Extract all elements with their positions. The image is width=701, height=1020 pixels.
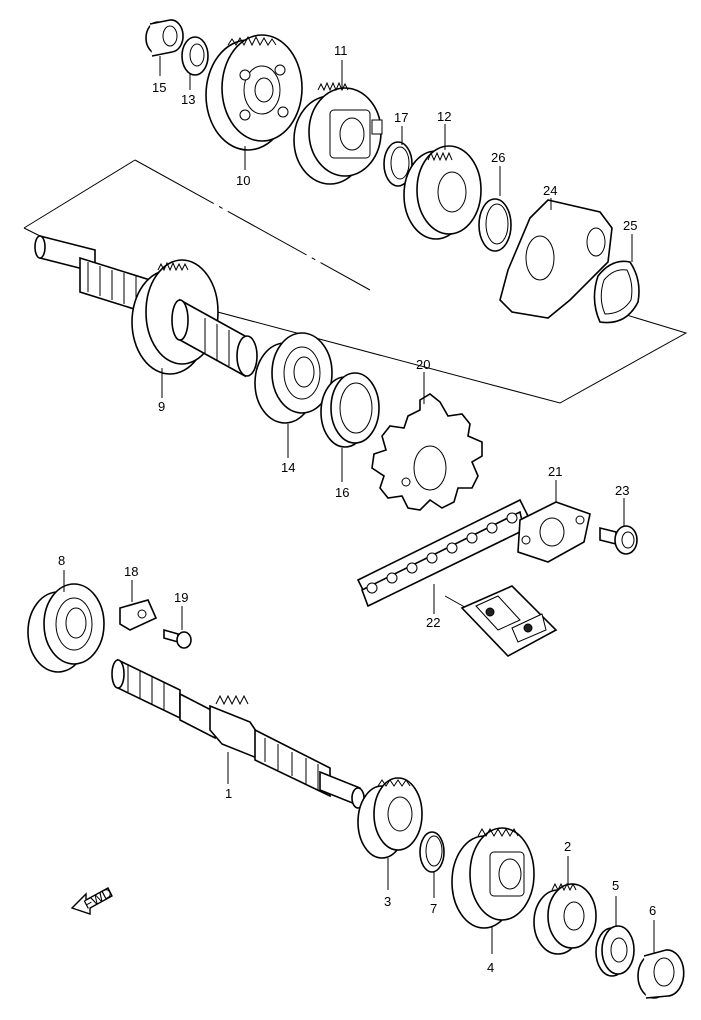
callout-8: 8 xyxy=(58,553,65,568)
callout-6: 6 xyxy=(649,903,656,918)
callout-4: 4 xyxy=(487,960,494,975)
part-22-chain-master-link xyxy=(460,585,558,657)
callout-10: 10 xyxy=(236,173,250,188)
part-26-circlip xyxy=(478,198,512,252)
part-16-oil-seal xyxy=(320,372,380,448)
callout-11: 11 xyxy=(334,43,348,58)
callout-23: 23 xyxy=(615,483,629,498)
part-19-screw xyxy=(163,628,192,649)
part-21-lock-plate xyxy=(517,501,591,563)
callout-15: 15 xyxy=(152,80,166,95)
callout-19: 19 xyxy=(174,590,188,605)
callout-14: 14 xyxy=(281,460,295,475)
callout-21: 21 xyxy=(548,464,562,479)
part-11-gear xyxy=(293,81,383,185)
callout-18: 18 xyxy=(124,564,138,579)
part-12-gear xyxy=(403,145,482,240)
callout-24: 24 xyxy=(543,183,557,198)
part-18-bracket xyxy=(119,599,158,631)
callout-2: 2 xyxy=(564,839,571,854)
callout-1: 1 xyxy=(225,786,232,801)
callout-13: 13 xyxy=(181,92,195,107)
part-9-countershaft xyxy=(34,234,258,378)
callout-12: 12 xyxy=(437,109,451,124)
part-6-needle-bearing xyxy=(637,949,685,999)
callout-17: 17 xyxy=(394,110,408,125)
part-4-gear xyxy=(451,827,535,929)
part-20-sprocket xyxy=(371,393,483,511)
callout-25: 25 xyxy=(623,218,637,233)
part-23-bolt xyxy=(599,525,638,555)
callout-labels: 1 2 3 4 5 6 7 8 9 10 11 12 13 14 15 16 1… xyxy=(58,43,656,975)
part-7-circlip xyxy=(419,831,445,873)
part-17-circlip xyxy=(383,141,413,187)
fwd-label: FWD xyxy=(81,885,114,912)
part-25-gasket xyxy=(593,260,640,324)
callout-26: 26 xyxy=(491,150,505,165)
callout-7: 7 xyxy=(430,901,437,916)
callout-5: 5 xyxy=(612,878,619,893)
callout-16: 16 xyxy=(335,485,349,500)
part-13-washer xyxy=(181,36,209,76)
callout-22: 22 xyxy=(426,615,440,630)
fwd-arrow-icon: FWD xyxy=(70,885,114,915)
part-3-gear xyxy=(357,777,423,859)
part-10-gear xyxy=(205,34,303,151)
part-14-bearing xyxy=(254,332,333,424)
callout-9: 9 xyxy=(158,399,165,414)
part-2-gear xyxy=(533,882,597,955)
part-24-plate xyxy=(499,199,613,319)
callout-3: 3 xyxy=(384,894,391,909)
part-5-washer xyxy=(595,925,635,977)
callout-20: 20 xyxy=(416,357,430,372)
part-1-driveshaft xyxy=(111,658,365,809)
part-15-needle-bearing xyxy=(145,19,184,57)
part-8-bearing xyxy=(27,583,105,673)
